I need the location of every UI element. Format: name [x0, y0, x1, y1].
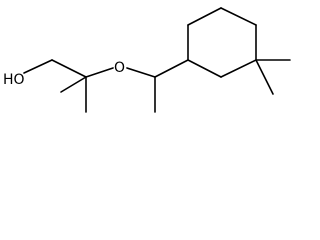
ring-bond-6 — [187, 59, 222, 78]
ring-bond-3 — [220, 7, 257, 26]
ring-bond-2 — [187, 7, 222, 26]
bond-cq-oxygen — [85, 67, 114, 78]
bond-ho-ch2 — [23, 59, 53, 74]
structure-svg: HO O — [3, 7, 291, 113]
bond-cq-methyl2 — [60, 76, 87, 93]
hydroxyl-label: HO — [3, 72, 25, 88]
molecule-structure-diagram: HO O — [3, 7, 291, 113]
bond-gem-methyl-down — [255, 59, 274, 95]
ether-oxygen-label: O — [114, 60, 125, 76]
bond-ch2-cq — [51, 59, 87, 78]
bond-ch-ring — [154, 59, 189, 78]
bond-oxygen-ch — [126, 67, 156, 78]
ring-bond-5 — [220, 59, 257, 78]
